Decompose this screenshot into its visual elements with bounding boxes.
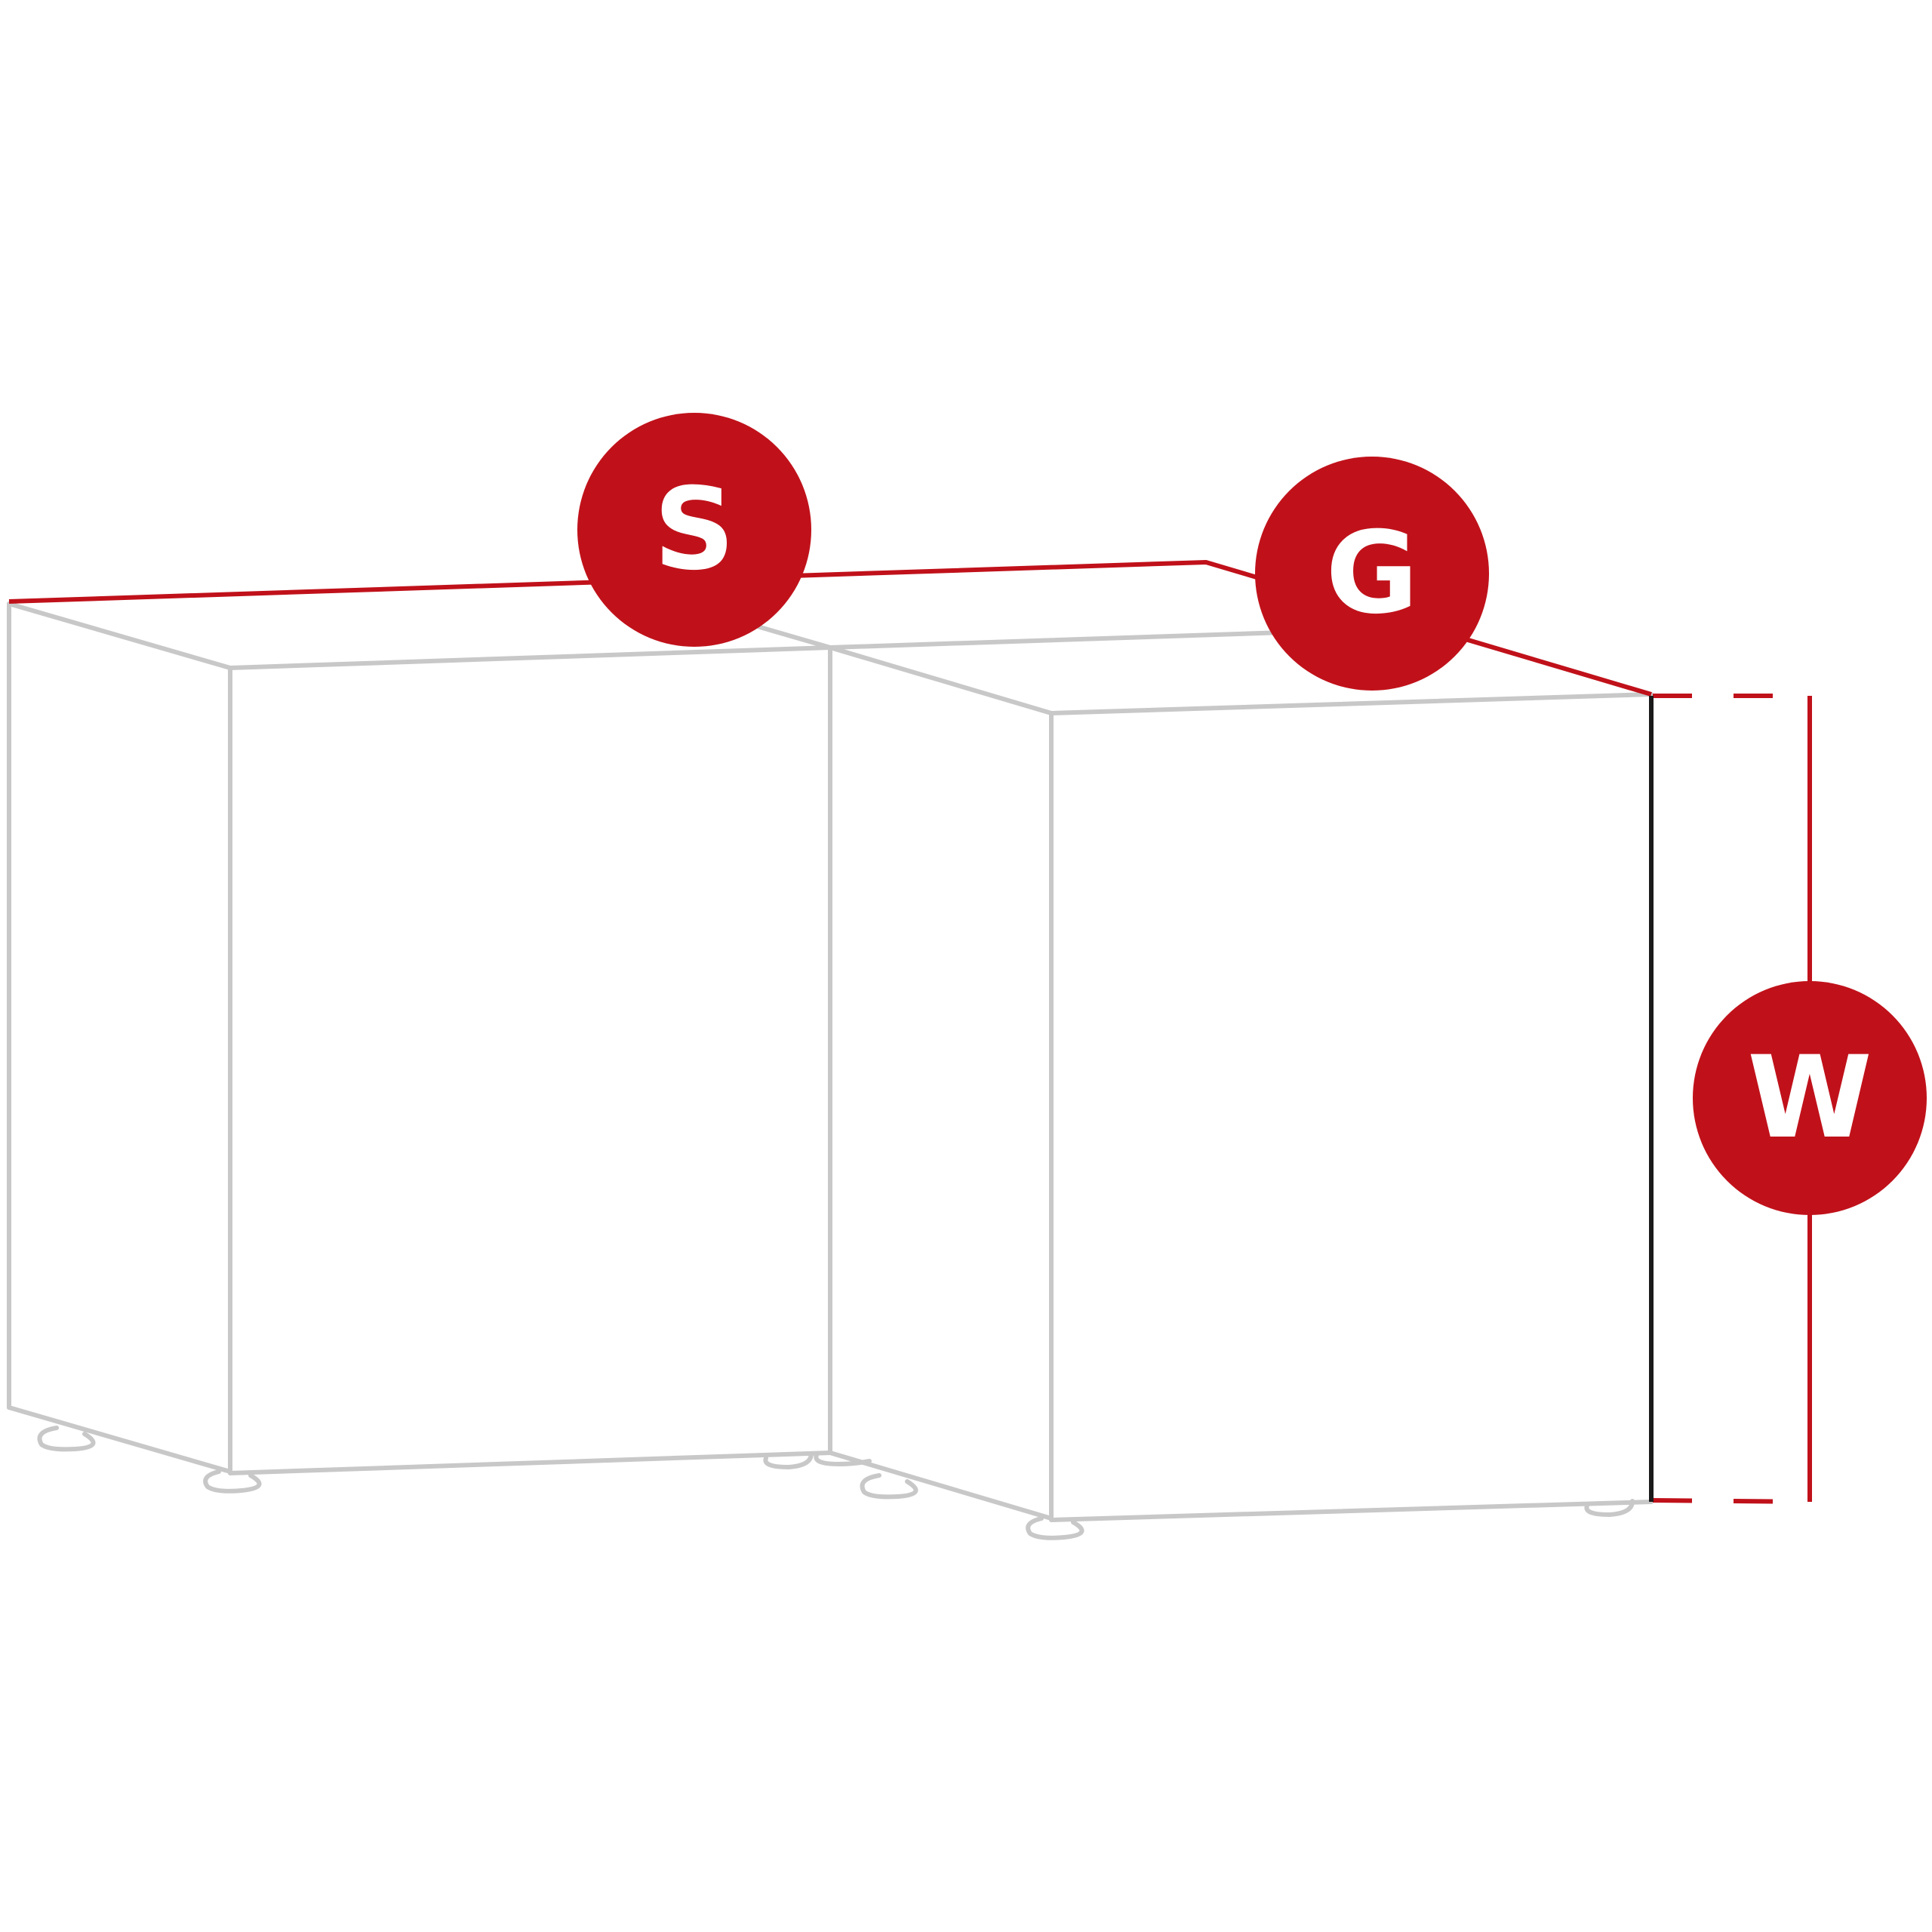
left-module-top-side: [7, 601, 232, 670]
height-badge: W: [1693, 981, 1927, 1215]
left-module-bottom-side: [7, 1405, 232, 1474]
foot: [1584, 1499, 1635, 1517]
width-badge-circle: [1255, 457, 1489, 691]
left-module-top-front: [228, 645, 832, 670]
right-module-top-back: [828, 630, 1285, 650]
width-badge-label: G: [1325, 508, 1418, 639]
depth-width-dimension-line: [8, 559, 1652, 697]
depth-badge-circle: [577, 413, 811, 647]
cabinet-outline: [7, 601, 1654, 1540]
dimension-lines: [8, 559, 1812, 1504]
foot: [203, 1469, 262, 1494]
foot: [814, 1453, 872, 1466]
height-badge-label: W: [1747, 1032, 1872, 1164]
foot: [763, 1451, 814, 1469]
right-module-top-front: [1049, 692, 1654, 715]
right-module-top-side: [828, 645, 1054, 715]
depth-badge: S: [577, 413, 811, 647]
depth-badge-label: S: [654, 464, 735, 595]
foot: [1026, 1516, 1084, 1540]
left-module-bottom-front: [228, 1451, 832, 1475]
foot: [37, 1426, 96, 1452]
foot: [860, 1473, 918, 1500]
right-module-bottom-front: [1049, 1500, 1654, 1522]
height-bottom-extension-dashed: [1652, 1498, 1810, 1504]
height-badge-circle: [1693, 981, 1927, 1215]
width-badge: G: [1255, 457, 1489, 691]
